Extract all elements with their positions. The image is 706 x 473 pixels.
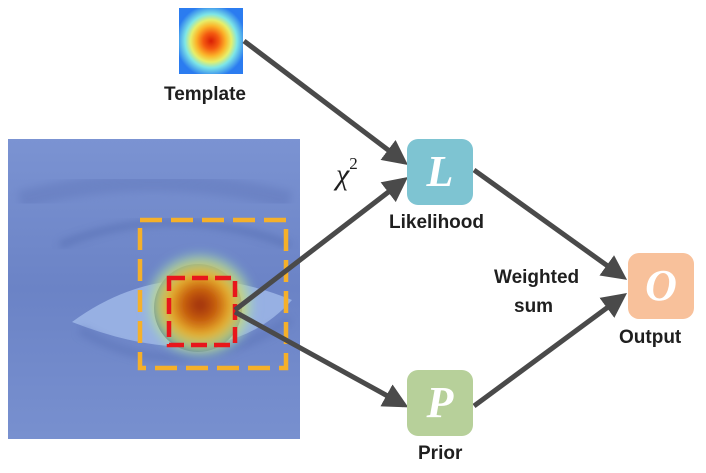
arrow-eye-to-likelihood	[233, 176, 408, 312]
weighted-sum-label-line1: Weighted	[494, 267, 580, 288]
output-node: O	[628, 253, 694, 319]
likelihood-node: L	[407, 139, 473, 205]
weighted-sum-label-line2: sum	[514, 296, 554, 317]
likelihood-label: Likelihood	[389, 212, 484, 233]
arrow-eye-to-prior	[233, 309, 409, 408]
prior-letter: P	[426, 378, 454, 427]
arrow-likelihood-to-output	[472, 167, 628, 280]
arrows	[233, 39, 628, 409]
inner-detection-box	[166, 275, 238, 348]
eye-image	[8, 139, 300, 439]
outer-search-box	[137, 217, 289, 371]
likelihood-letter: L	[426, 147, 454, 196]
prior-label: Prior	[418, 443, 463, 464]
output-letter: O	[645, 261, 677, 310]
chi-square-symbol: χ2	[336, 154, 358, 192]
output-label: Output	[619, 327, 682, 348]
template-label: Template	[164, 84, 247, 105]
arrow-prior-to-output	[472, 293, 628, 409]
prior-node: P	[407, 370, 473, 436]
template-heatmap	[179, 8, 243, 74]
arrow-template-to-likelihood	[242, 39, 408, 166]
chi-exponent: 2	[349, 154, 358, 173]
chi-letter: χ	[336, 158, 350, 191]
